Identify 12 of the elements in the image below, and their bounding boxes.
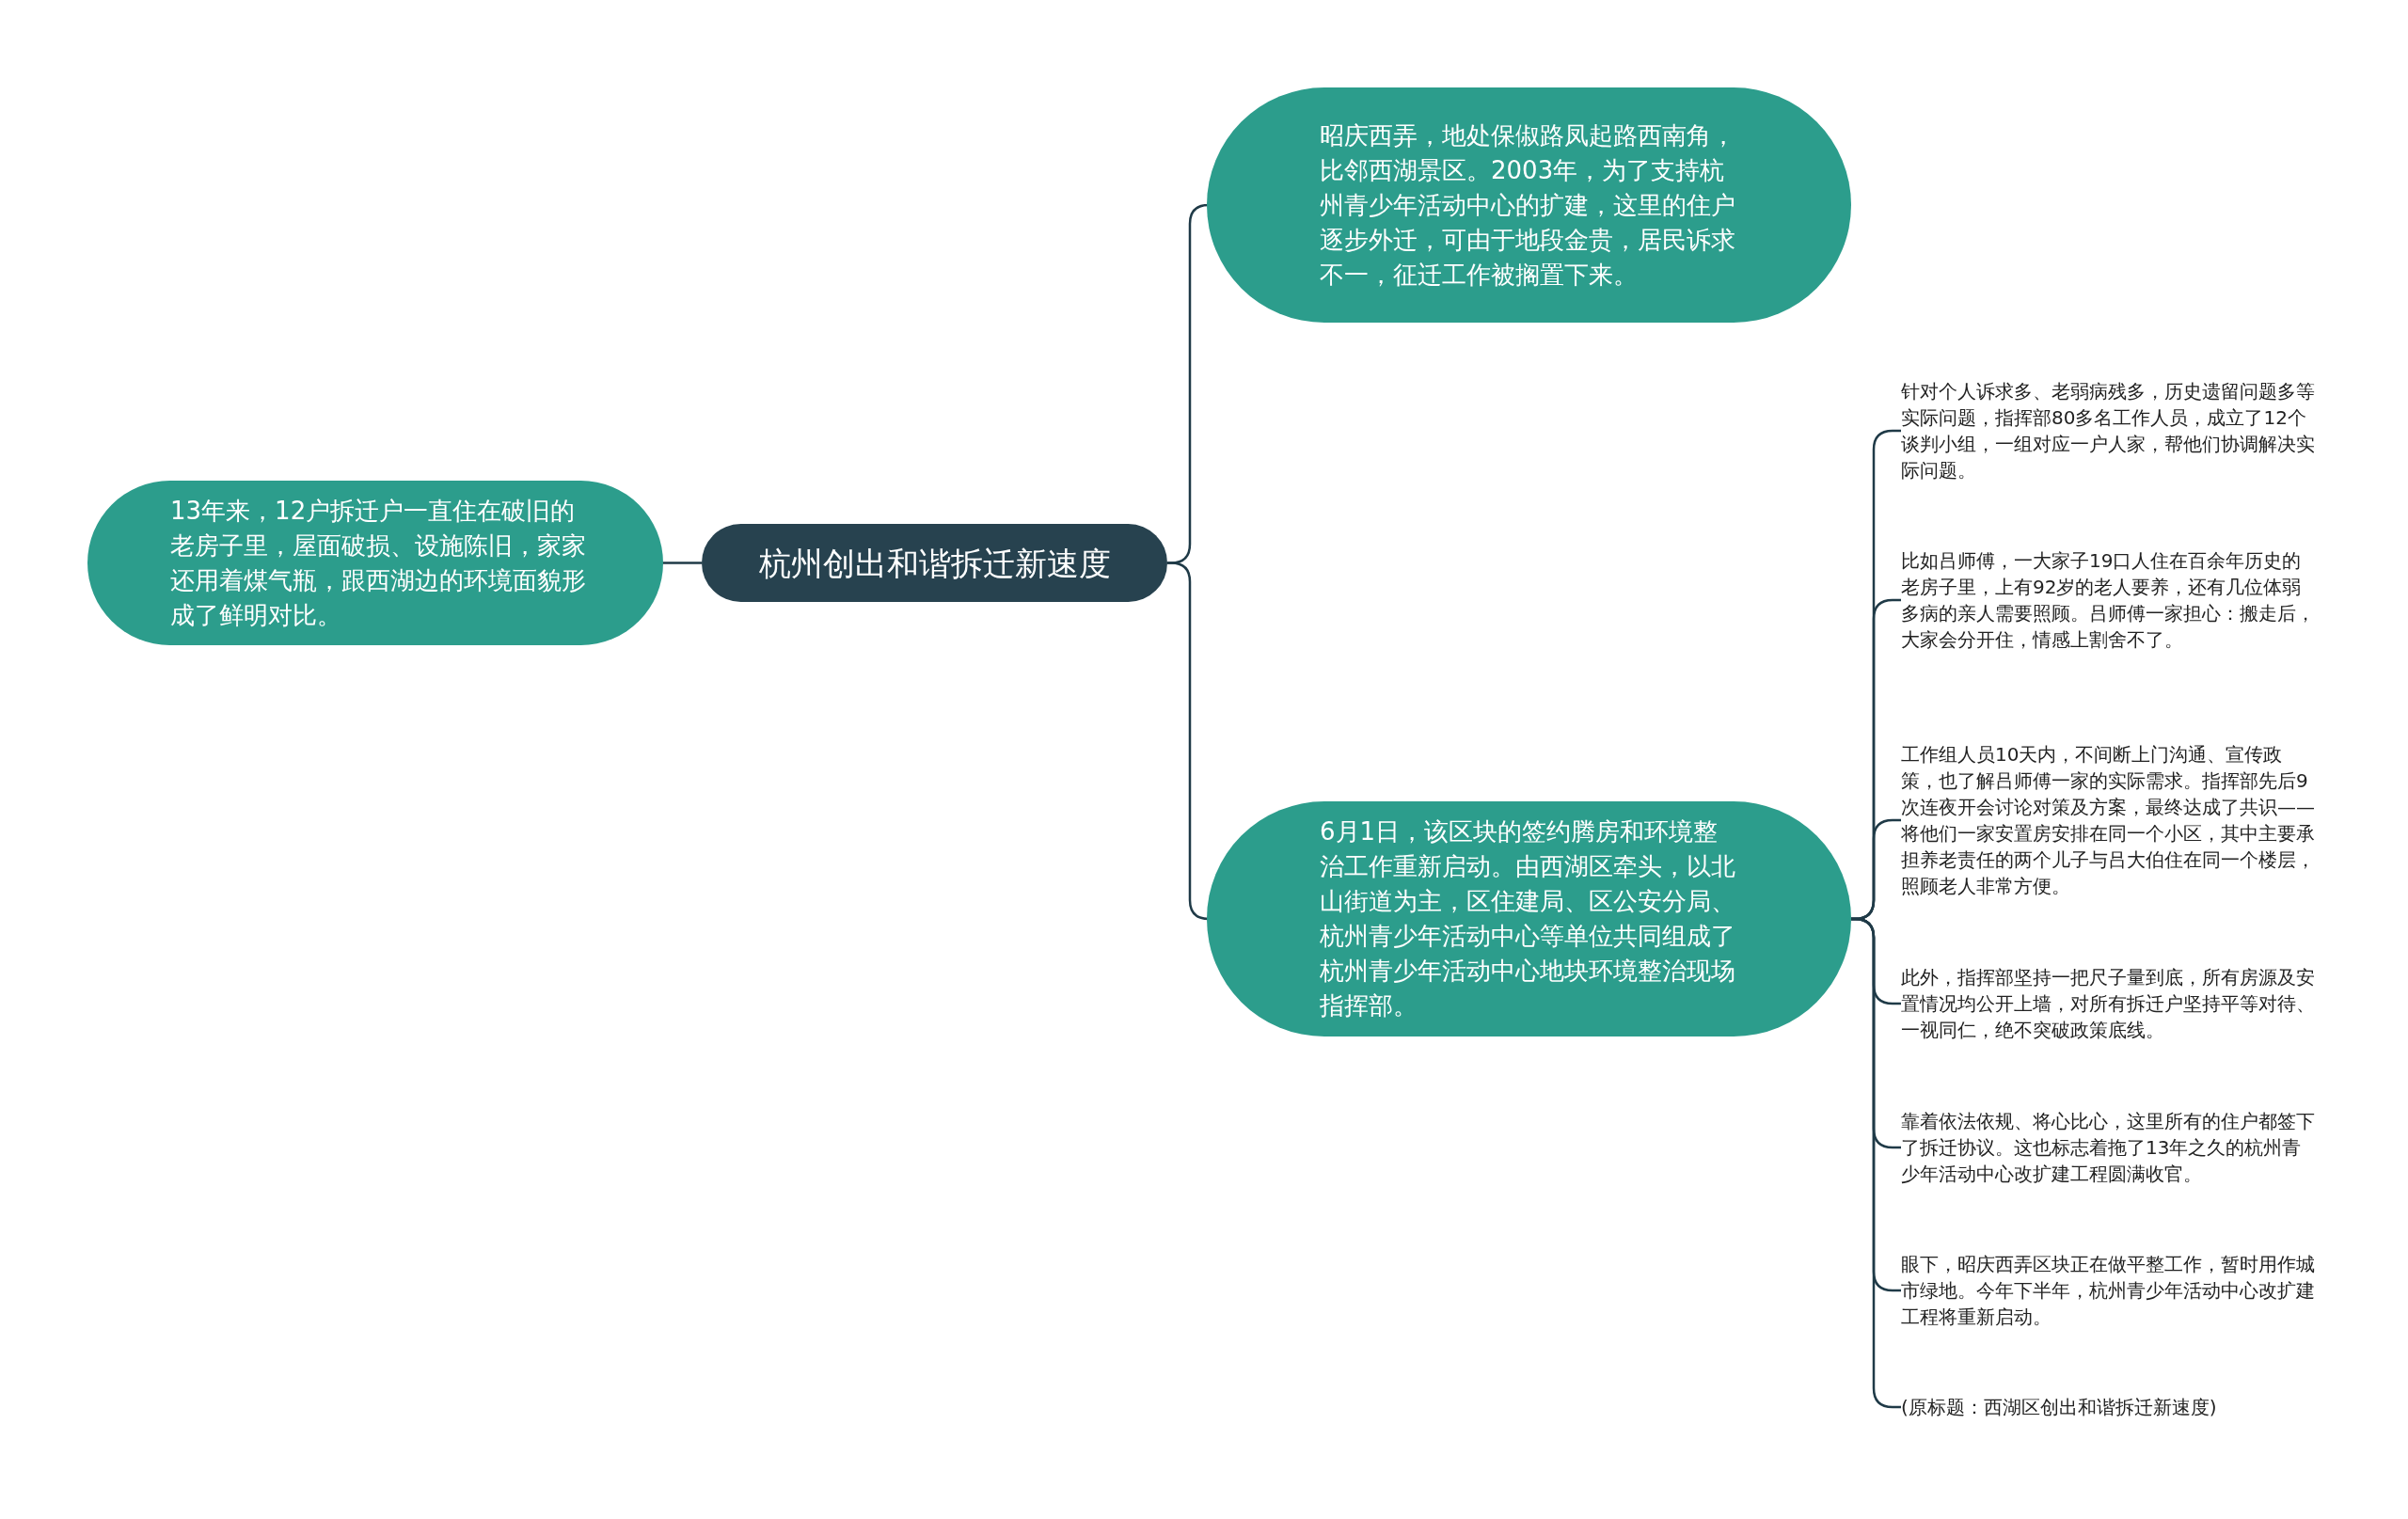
leaf-text: 眼下，昭庆西弄区块正在做平整工作，暂时用作城市绿地。今年下半年，杭州青少年活动中心改扩建工程将重新启动。 [1901, 1251, 2320, 1330]
topic-pill: 6月1日，该区块的签约腾房和环境整治工作重新启动。由西湖区牵头，以北山街道为主，区住建局、区公安分局、杭州青少年活动中心等单位共同组成了杭州青少年活动中心地块环境整治现场指挥部。 [1207, 801, 1851, 1036]
central-topic: 杭州创出和谐拆迁新速度 [702, 524, 1167, 602]
topic-pill: 13年来，12户拆迁户一直住在破旧的老房子里，屋面破损、设施陈旧，家家还用着煤气瓶，跟西湖边的环境面貌形成了鲜明对比。 [87, 481, 663, 645]
leaf-text: 工作组人员10天内，不间断上门沟通、宣传政策，也了解吕师傅一家的实际需求。指挥部先后9次连夜开会讨论对策及方案，最终达成了共识——将他们一家安置房安排在同一个小区，其中主要承担养老责任的两个儿子与吕大伯住在同一个楼层，照顾老人非常方便。 [1901, 741, 2320, 899]
leaf-text: 此外，指挥部坚持一把尺子量到底，所有房源及安置情况均公开上墙，对所有拆迁户坚持平等对待、一视同仁，绝不突破政策底线。 [1901, 964, 2320, 1043]
leaf-text: 比如吕师傅，一大家子19口人住在百余年历史的老房子里，上有92岁的老人要养，还有几位体弱多病的亲人需要照顾。吕师傅一家担心：搬走后，大家会分开住，情感上割舍不了。 [1901, 547, 2320, 653]
leaf-text: (原标题：西湖区创出和谐拆迁新速度) [1901, 1394, 2320, 1420]
connector-line [663, 562, 702, 564]
topic-pill: 昭庆西弄，地处保俶路凤起路西南角，比邻西湖景区。2003年，为了支持杭州青少年活动中心的扩建，这里的住户逐步外迁，可由于地段金贵，居民诉求不一，征迁工作被搁置下来。 [1207, 87, 1851, 323]
leaf-text: 针对个人诉求多、老弱病残多，历史遗留问题多等实际问题，指挥部80多名工作人员，成立了12个谈判小组，一组对应一户人家，帮他们协调解决实际问题。 [1901, 378, 2320, 483]
leaf-text: 靠着依法依规、将心比心，这里所有的住户都签下了拆迁协议。这也标志着拖了13年之久的杭州青少年活动中心改扩建工程圆满收官。 [1901, 1108, 2320, 1187]
